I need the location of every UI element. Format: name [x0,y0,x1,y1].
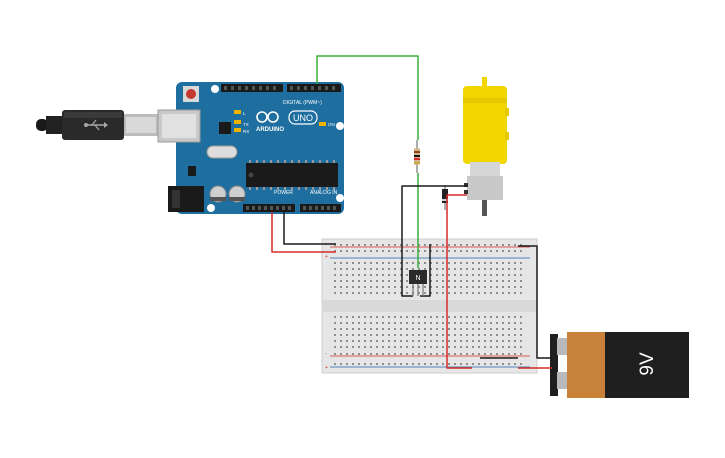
rx-label: RX [243,129,249,134]
arduino-uno-board[interactable]: ARDUINO UNO DIGITAL (PWM~) POWER ANALOG … [157,82,344,214]
reset-button[interactable] [183,86,199,102]
battery-9v[interactable]: 9V [550,332,689,398]
rail-label-plus-bottom: + [325,365,328,371]
uno-label: UNO [293,113,313,123]
on-label: ON [328,122,335,127]
rail-label-minus-top: - [325,242,327,248]
battery-label: 9V [637,352,658,376]
digital-label: DIGITAL (PWM~) [283,100,322,106]
power-jack [168,186,204,212]
wires [271,55,552,369]
wire-black-motor[interactable] [401,185,467,297]
usb-icon [84,119,108,131]
uno-badge: UNO [288,110,318,125]
wire-black-gnd[interactable] [283,212,336,245]
breadboard-holes [334,244,522,365]
arduino-logo-text: ARDUINO [256,127,284,133]
arduino-logo: ARDUINO [256,111,284,133]
wire-red-motor[interactable] [446,194,472,369]
transistor[interactable]: N [409,270,427,296]
wire-black-right[interactable] [518,245,552,359]
power-label: POWER [274,190,293,196]
power-header[interactable] [243,204,341,212]
atmega-chip [246,160,338,190]
analog-in-label: ANALOG IN [310,190,338,196]
resistor[interactable] [414,140,420,173]
rail-label-plus-top: + [325,254,328,260]
dc-motor[interactable] [463,77,509,216]
wire-red-5v[interactable] [271,212,336,253]
rail-label-minus-bottom: - [325,351,327,357]
tx-label: TX [243,122,249,127]
transistor-label: N [415,275,420,282]
wire-green-signal[interactable] [316,55,419,140]
usb-cable[interactable] [36,110,158,140]
l-label: L [243,111,246,116]
digital-header[interactable] [221,84,341,92]
